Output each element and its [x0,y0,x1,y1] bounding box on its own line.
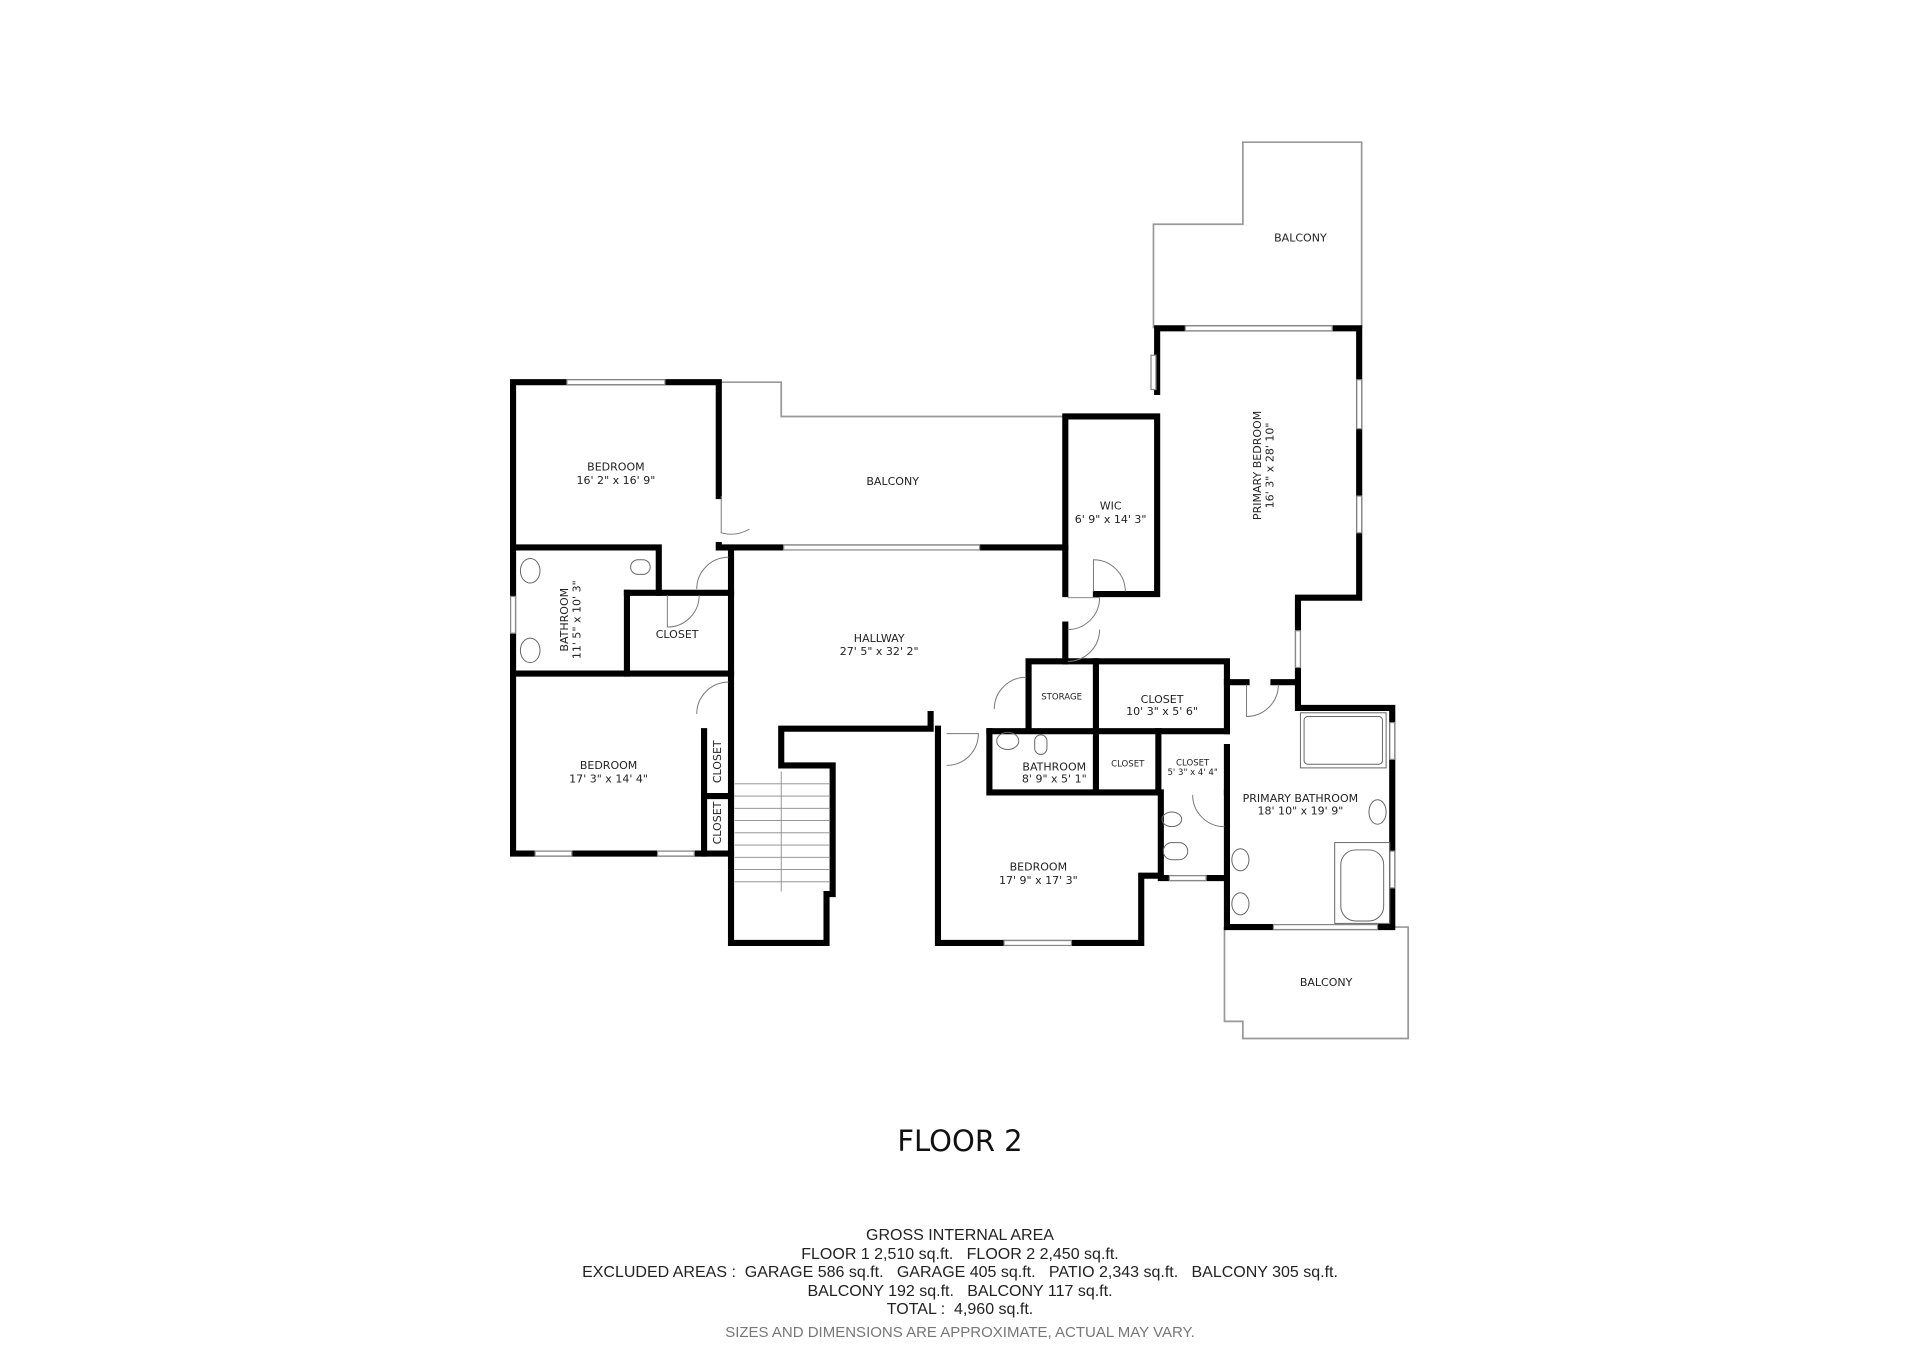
room-name: CLOSET [1176,758,1210,768]
room-name: BEDROOM [580,759,637,772]
room-dimensions: 11' 5" x 10' 3" [570,580,583,659]
room-closet-4: CLOSET 10' 3" x 5' 6" [1126,693,1198,718]
room-dimensions: 18' 10" x 19' 9" [1258,804,1344,817]
staircase [734,771,831,892]
room-name: BEDROOM [1010,861,1068,874]
room-dimensions: 5' 3" x 4' 4" [1167,768,1217,778]
room-name: BATHROOM [1022,760,1086,773]
room-primary-bathroom: PRIMARY BATHROOM 18' 10" x 19' 9" [1243,792,1359,817]
room-closet-3: CLOSET [711,801,724,844]
floor-title: FLOOR 2 [897,1124,1023,1158]
room-hallway: HALLWAY 27' 5" x 32' 2" [840,632,919,658]
windows [510,325,1396,947]
area-floors: FLOOR 1 2,510 sq.ft. FLOOR 2 2,450 sq.ft… [801,1245,1119,1263]
room-name: CLOSET [1141,693,1184,706]
room-name: BATHROOM [558,588,571,652]
room-balcony-bottom: BALCONY [1300,976,1353,989]
room-primary-bedroom: PRIMARY BEDROOM 16' 3" x 28' 10" [1251,411,1276,520]
room-balcony-middle: BALCONY [866,475,919,488]
room-closet-2: CLOSET [711,740,724,783]
room-dimensions: 17' 3" x 14' 4" [569,773,648,786]
room-balcony-top: BALCONY [1274,231,1327,244]
area-total: TOTAL : 4,960 sq.ft. [886,1301,1034,1318]
fixtures [519,558,1391,924]
room-bedroom-3: BEDROOM 17' 9" x 17' 3" [999,861,1078,887]
room-name: PRIMARY BATHROOM [1243,792,1359,805]
room-closet-5: CLOSET [1111,760,1145,770]
area-excluded: EXCLUDED AREAS : GARAGE 586 sq.ft. GARAG… [582,1264,1352,1300]
room-storage: STORAGE [1041,692,1082,702]
room-name: PRIMARY BEDROOM [1251,411,1264,520]
room-bathroom-2: BATHROOM 8' 9" x 5' 1" [1022,760,1087,785]
room-bathroom-1: BATHROOM 11' 5" x 10' 3" [558,580,583,659]
room-name: HALLWAY [854,632,905,645]
room-bedroom-2: BEDROOM 17' 3" x 14' 4" [569,759,648,785]
door-swings [666,496,1279,828]
room-dimensions: 10' 3" x 5' 6" [1126,705,1198,718]
room-bedroom-1: BEDROOM 16' 2" x 16' 9" [577,460,656,486]
room-name: BEDROOM [587,460,645,473]
room-dimensions: 17' 9" x 17' 3" [999,874,1078,887]
balcony-outlines [718,141,1410,1040]
disclaimer: SIZES AND DIMENSIONS ARE APPROXIMATE, AC… [725,1323,1195,1341]
walls [510,325,1396,947]
room-wic: WIC 6' 9" x 14' 3" [1075,500,1147,526]
room-name: WIC [1100,500,1122,513]
room-dimensions: 16' 3" x 28' 10" [1263,423,1276,509]
area-heading: GROSS INTERNAL AREA [866,1227,1054,1244]
room-dimensions: 8' 9" x 5' 1" [1022,773,1087,786]
room-dimensions: 6' 9" x 14' 3" [1075,513,1147,526]
room-dimensions: 27' 5" x 32' 2" [840,645,919,658]
room-dimensions: 16' 2" x 16' 9" [577,474,656,487]
area-summary: GROSS INTERNAL AREA FLOOR 1 2,510 sq.ft.… [580,1227,1340,1342]
room-closet-1: CLOSET [656,628,699,641]
room-closet-6: CLOSET 5' 3" x 4' 4" [1167,758,1217,778]
